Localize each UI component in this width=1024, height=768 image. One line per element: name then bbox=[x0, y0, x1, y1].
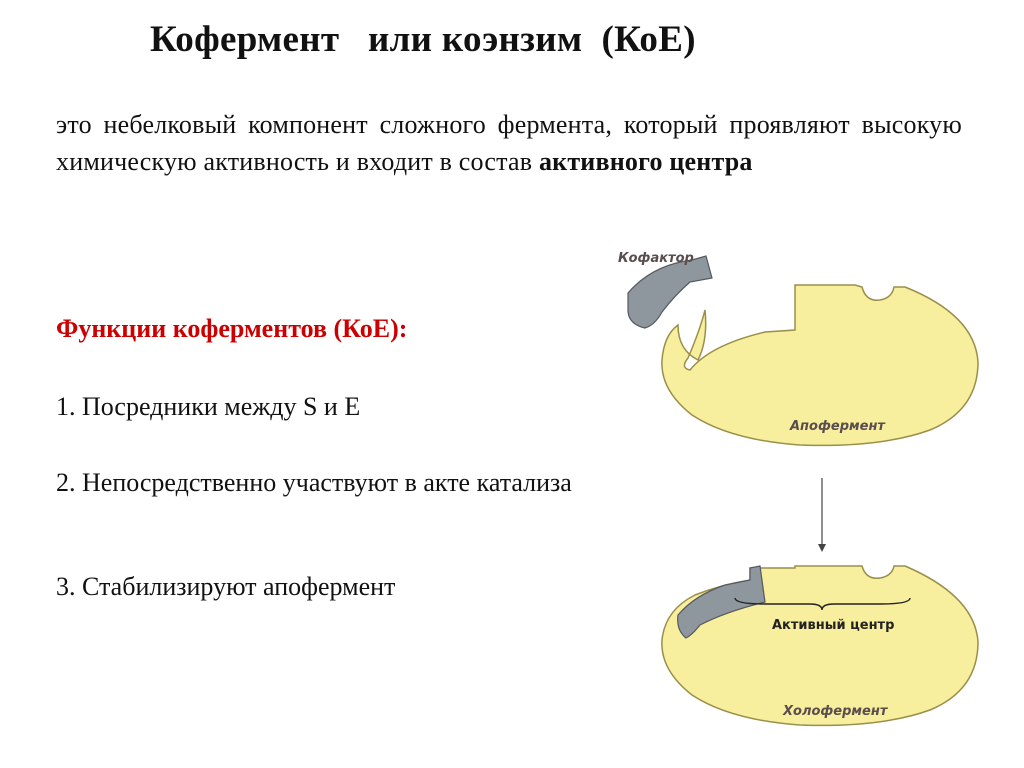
apoenzyme-shape bbox=[661, 284, 979, 447]
definition-text: это небелковый компонент сложного фермен… bbox=[56, 110, 962, 176]
cofactor-label: Кофактор bbox=[618, 251, 694, 266]
enzyme-diagram: Кофактор Апофермент Активный центр Холоф… bbox=[618, 251, 979, 727]
function-item-2: 2. Непосредственно участвуют в акте ката… bbox=[56, 468, 572, 497]
active-site-brace bbox=[734, 597, 911, 611]
cofactor-shape bbox=[627, 255, 713, 329]
holoenzyme-label: Холофермент bbox=[782, 704, 889, 719]
function-item-1: 1. Посредники между S и E bbox=[56, 392, 361, 421]
functions-heading: Функции коферментов (КоЕ): bbox=[56, 314, 408, 343]
transition-arrow-head bbox=[818, 544, 826, 552]
slide-title: Кофермент или коэнзим (КоЕ) bbox=[150, 19, 696, 60]
holoenzyme-shape bbox=[661, 565, 979, 727]
apoenzyme-label: Апофермент bbox=[789, 419, 886, 434]
definition-bold-term: активного центра bbox=[538, 147, 753, 176]
definition-paragraph: это небелковый компонент сложного фермен… bbox=[56, 106, 962, 180]
function-item-3: 3. Стабилизируют апофермент bbox=[56, 572, 396, 601]
active-site-label: Активный центр bbox=[772, 618, 894, 633]
bound-cofactor-shape bbox=[677, 565, 766, 639]
